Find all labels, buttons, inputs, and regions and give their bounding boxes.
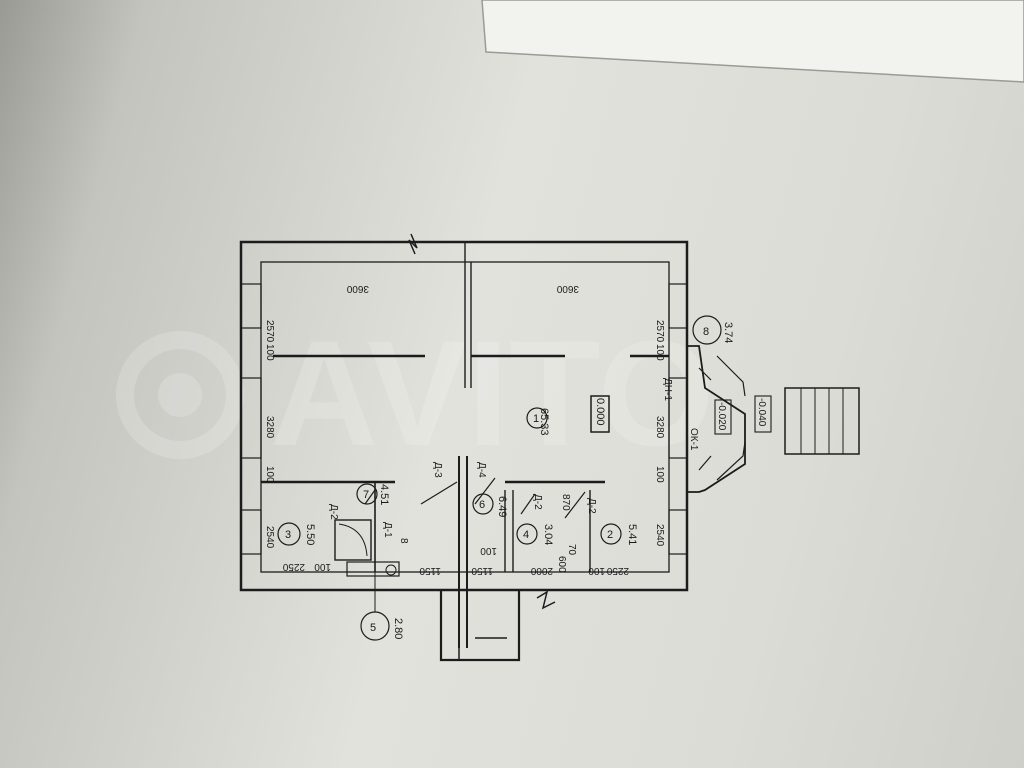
dim-bottom-1: 2250 [282, 561, 305, 572]
room-1-level: 0.000 [594, 398, 606, 426]
dim-bottom-7: 100 [588, 565, 605, 576]
dim-top-left: 3600 [346, 283, 369, 294]
dim-left-4: 100 [264, 466, 275, 483]
door-d2-wc: Д-2 [328, 504, 339, 520]
room-1-number: 1 [533, 413, 539, 425]
door-d2-b: Д-2 [586, 498, 597, 514]
room-2-area: 5.41 [626, 524, 638, 545]
watermark-logo: AVITO [116, 309, 715, 477]
wc-dim: 8 [398, 538, 409, 544]
dim-left-2: 100 [264, 344, 275, 361]
room-2-number: 2 [607, 529, 613, 541]
dim-600: 600 [556, 556, 567, 573]
room-8-area: 3.74 [722, 322, 734, 343]
dim-bottom-5: 100 [480, 545, 497, 556]
dim-right-2: 100 [654, 344, 665, 361]
dim-right-3: 3280 [654, 416, 665, 439]
room-8-number: 8 [703, 326, 709, 338]
room-5-number: 5 [370, 622, 376, 634]
dim-right-4: 100 [654, 466, 665, 483]
floor-plan: 3600 3600 2570 100 3280 100 2540 2570 10… [225, 228, 925, 668]
window-ok1: ОК-1 [688, 428, 699, 451]
dim-bottom-2: 100 [314, 561, 331, 572]
door-d4: Д-4 [476, 462, 487, 478]
room-5-area: 2.80 [392, 618, 404, 639]
room-3-number: 3 [285, 529, 291, 541]
room-4-area: 3.04 [542, 524, 554, 545]
dim-left-5: 2540 [264, 526, 275, 549]
dim-right-1: 2570 [654, 320, 665, 343]
level-steps: -0.040 [756, 398, 767, 427]
dim-bottom-4: 1150 [471, 565, 493, 576]
dim-bottom-3: 1150 [419, 565, 441, 576]
dim-left-3: 3280 [264, 416, 275, 439]
room-6-number: 6 [479, 499, 485, 511]
dim-left-1: 2570 [264, 320, 275, 343]
dim-870: 870 [560, 494, 571, 511]
room-4-number: 4 [523, 529, 529, 541]
dim-right-5: 2540 [654, 524, 665, 547]
dim-70: 70 [566, 544, 577, 556]
dim-top-right: 3600 [556, 283, 579, 294]
room-7-number: 7 [363, 489, 369, 501]
room-3-area: 5.50 [304, 524, 316, 545]
door-d3: Д-3 [432, 462, 443, 478]
dim-bottom-8: 2250 [606, 565, 629, 576]
room-7-area: 4.51 [378, 484, 390, 505]
floor-plan-drawing: 3600 3600 2570 100 3280 100 2540 2570 10… [239, 233, 860, 662]
room-1-area: 65.33 [538, 408, 550, 436]
svg-text:AVITO: AVITO [270, 309, 715, 477]
dim-bottom-6: 2000 [530, 565, 553, 576]
door-dn1: ДН-1 [662, 378, 673, 401]
door-d2-a: Д-2 [532, 494, 543, 510]
room-6-area: 6.49 [496, 496, 508, 517]
door-d1: Д-1 [382, 522, 393, 538]
level-porch: -0.020 [716, 402, 727, 431]
